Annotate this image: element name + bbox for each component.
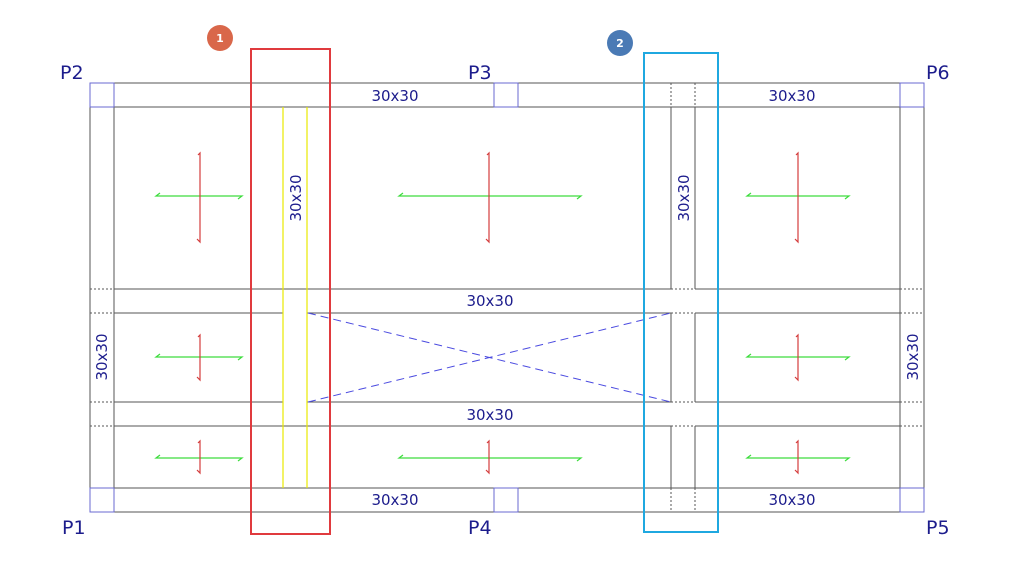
marker-badge-1: 1 bbox=[207, 25, 233, 51]
slab-arrow bbox=[745, 333, 851, 382]
beams bbox=[89, 82, 925, 513]
highlight-frame-1 bbox=[250, 48, 331, 535]
marker-badge-2: 2 bbox=[607, 30, 633, 56]
slab-arrow bbox=[397, 439, 583, 475]
column-label-p3: P3 bbox=[468, 62, 492, 84]
highlight-frame-2 bbox=[643, 52, 719, 533]
beam-label: 30x30 bbox=[768, 87, 815, 105]
column-boxes bbox=[89, 82, 925, 513]
beam-label: 30x30 bbox=[93, 333, 111, 380]
svg-text:2: 2 bbox=[616, 37, 624, 50]
opening-cross bbox=[307, 312, 672, 403]
column-label-p5: P5 bbox=[926, 517, 950, 539]
slab-arrow bbox=[154, 333, 244, 382]
slab-arrow bbox=[154, 439, 244, 475]
beam-label: 30x30 bbox=[904, 333, 922, 380]
beam-label: 30x30 bbox=[371, 87, 418, 105]
column-label-p2: P2 bbox=[60, 62, 84, 84]
yellow-beam bbox=[282, 107, 308, 488]
column-label-p6: P6 bbox=[926, 62, 950, 84]
slab-arrow bbox=[745, 439, 851, 475]
slab-arrow bbox=[745, 151, 851, 244]
column-label-p4: P4 bbox=[468, 517, 492, 539]
slab-span-arrows bbox=[154, 151, 851, 475]
beam-label: 30x30 bbox=[371, 491, 418, 509]
column-label-p1: P1 bbox=[62, 517, 86, 539]
beam-label: 30x30 bbox=[287, 174, 305, 221]
beam-label: 30x30 bbox=[466, 406, 513, 424]
slab-arrow bbox=[154, 151, 244, 244]
slab-arrow bbox=[397, 151, 583, 244]
beam-label: 30x30 bbox=[768, 491, 815, 509]
beam-label: 30x30 bbox=[675, 174, 693, 221]
svg-text:1: 1 bbox=[216, 32, 224, 45]
beam-label: 30x30 bbox=[466, 292, 513, 310]
